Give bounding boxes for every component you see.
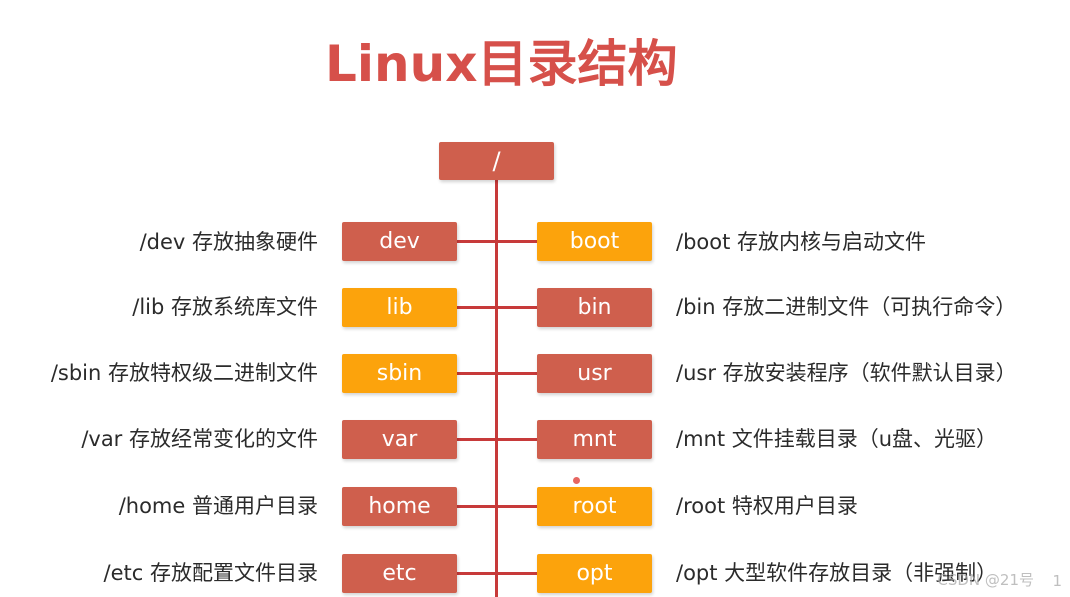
left-description: /sbin 存放特权级二进制文件 — [50, 361, 318, 385]
dir-node-lib: lib — [342, 288, 457, 327]
right-description: /root 特权用户目录 — [676, 494, 858, 518]
csdn-watermark: CSDN @21号 — [937, 571, 1034, 589]
left-connector — [457, 438, 497, 441]
page-title: Linux目录结构 — [325, 35, 678, 93]
right-connector — [496, 438, 538, 441]
left-description: /home 普通用户目录 — [118, 494, 318, 518]
right-connector — [496, 505, 538, 508]
left-description: /etc 存放配置文件目录 — [103, 561, 318, 585]
right-connector — [496, 306, 538, 309]
right-description: /usr 存放安装程序（软件默认目录） — [676, 361, 1017, 385]
left-connector — [457, 306, 497, 309]
dir-node-bin: bin — [537, 288, 652, 327]
left-connector — [457, 505, 497, 508]
dir-node-var: var — [342, 420, 457, 459]
left-description: /dev 存放抽象硬件 — [139, 230, 318, 254]
dir-node-dev: dev — [342, 222, 457, 261]
dir-node-usr: usr — [537, 354, 652, 393]
left-description: /lib 存放系统库文件 — [132, 295, 318, 319]
right-connector — [496, 240, 538, 243]
left-connector — [457, 240, 497, 243]
left-connector — [457, 572, 497, 575]
dir-node-boot: boot — [537, 222, 652, 261]
dir-node-mnt: mnt — [537, 420, 652, 459]
right-description: /mnt 文件挂载目录（u盘、光驱） — [676, 427, 998, 451]
dir-node-sbin: sbin — [342, 354, 457, 393]
right-description: /opt 大型软件存放目录（非强制） — [676, 561, 998, 585]
page-number: 1 — [1052, 572, 1062, 590]
left-connector — [457, 372, 497, 375]
dir-node-home: home — [342, 487, 457, 526]
left-description: /var 存放经常变化的文件 — [81, 427, 318, 451]
right-connector — [496, 572, 538, 575]
dir-node-root: root — [537, 487, 652, 526]
pointer-dot — [573, 477, 580, 484]
dir-node-opt: opt — [537, 554, 652, 593]
root-directory-node: / — [439, 142, 554, 180]
right-description: /bin 存放二进制文件（可执行命令） — [676, 295, 1017, 319]
right-connector — [496, 372, 538, 375]
tree-trunk-line — [495, 180, 498, 597]
right-description: /boot 存放内核与启动文件 — [676, 230, 927, 254]
dir-node-etc: etc — [342, 554, 457, 593]
